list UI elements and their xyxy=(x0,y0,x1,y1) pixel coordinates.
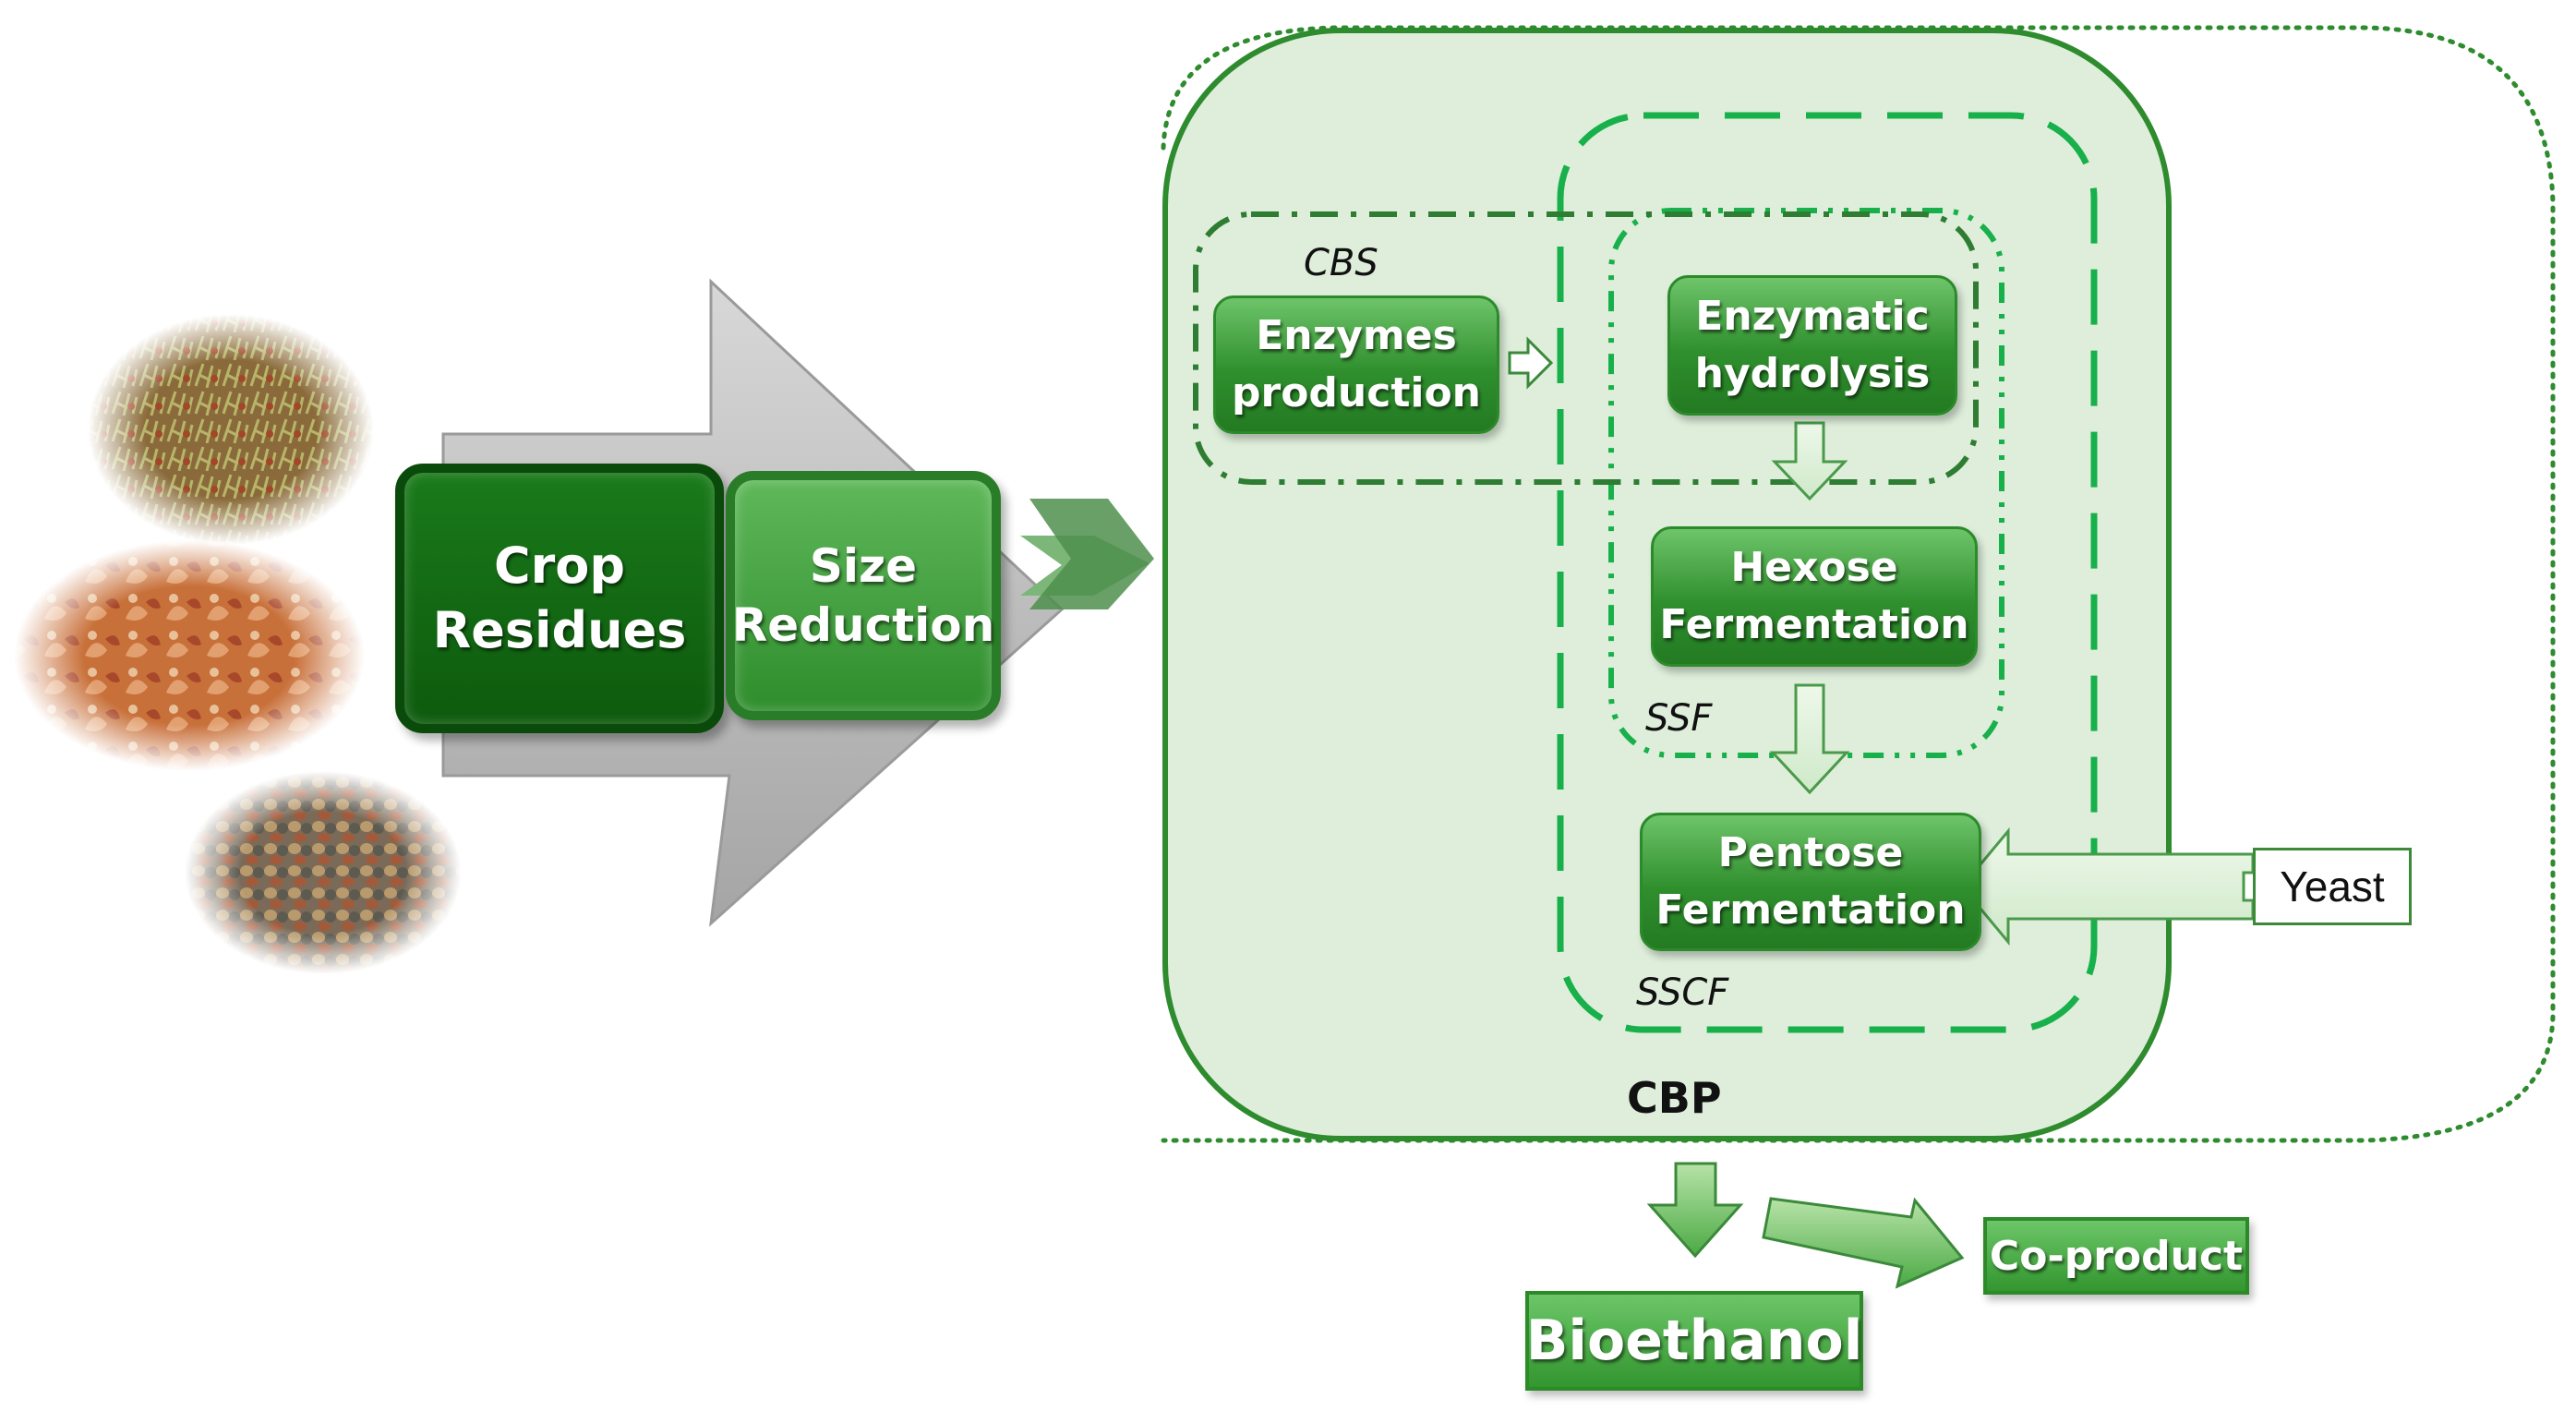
cbs-label: CBS xyxy=(1304,242,1378,284)
cbs-boundary xyxy=(1193,211,1979,485)
co-product-box: Co-product xyxy=(1983,1217,2249,1295)
size-reduction-box: Size Reduction xyxy=(726,471,1001,720)
hexose-fermentation-box: Hexose Fermentation xyxy=(1651,526,1978,667)
enzymes-to-hydrolysis-arrow xyxy=(1508,336,1554,390)
hydrolysis-to-hexose-arrow xyxy=(1771,421,1848,501)
seed-residue-photo xyxy=(185,771,462,974)
pentose-fermentation-box: Pentose Fermentation xyxy=(1640,813,1981,951)
outer-dotted-boundary xyxy=(1161,25,2556,1143)
grass-residue-photo xyxy=(88,314,374,545)
bioethanol-box: Bioethanol xyxy=(1525,1291,1863,1391)
enzymatic-hydrolysis-box: Enzymatic hydrolysis xyxy=(1667,275,1957,416)
crop-residues-box: Crop Residues xyxy=(395,464,724,733)
bioethanol-output-arrow xyxy=(1646,1162,1744,1259)
sscf-boundary xyxy=(1557,112,2098,1033)
cbp-label: CBP xyxy=(1627,1073,1722,1123)
ssf-label: SSF xyxy=(1645,697,1713,740)
husk-residue-photo xyxy=(14,540,365,771)
enzymes-production-box: Enzymes production xyxy=(1213,295,1499,434)
hexose-to-pentose-arrow xyxy=(1769,683,1850,795)
yeast-box: Yeast xyxy=(2253,848,2412,925)
co-product-output-arrow xyxy=(1762,1197,1965,1289)
feedstock-photos xyxy=(14,314,462,974)
sscf-label: SSCF xyxy=(1636,971,1729,1014)
chevron-arrow-2 xyxy=(1029,499,1154,609)
